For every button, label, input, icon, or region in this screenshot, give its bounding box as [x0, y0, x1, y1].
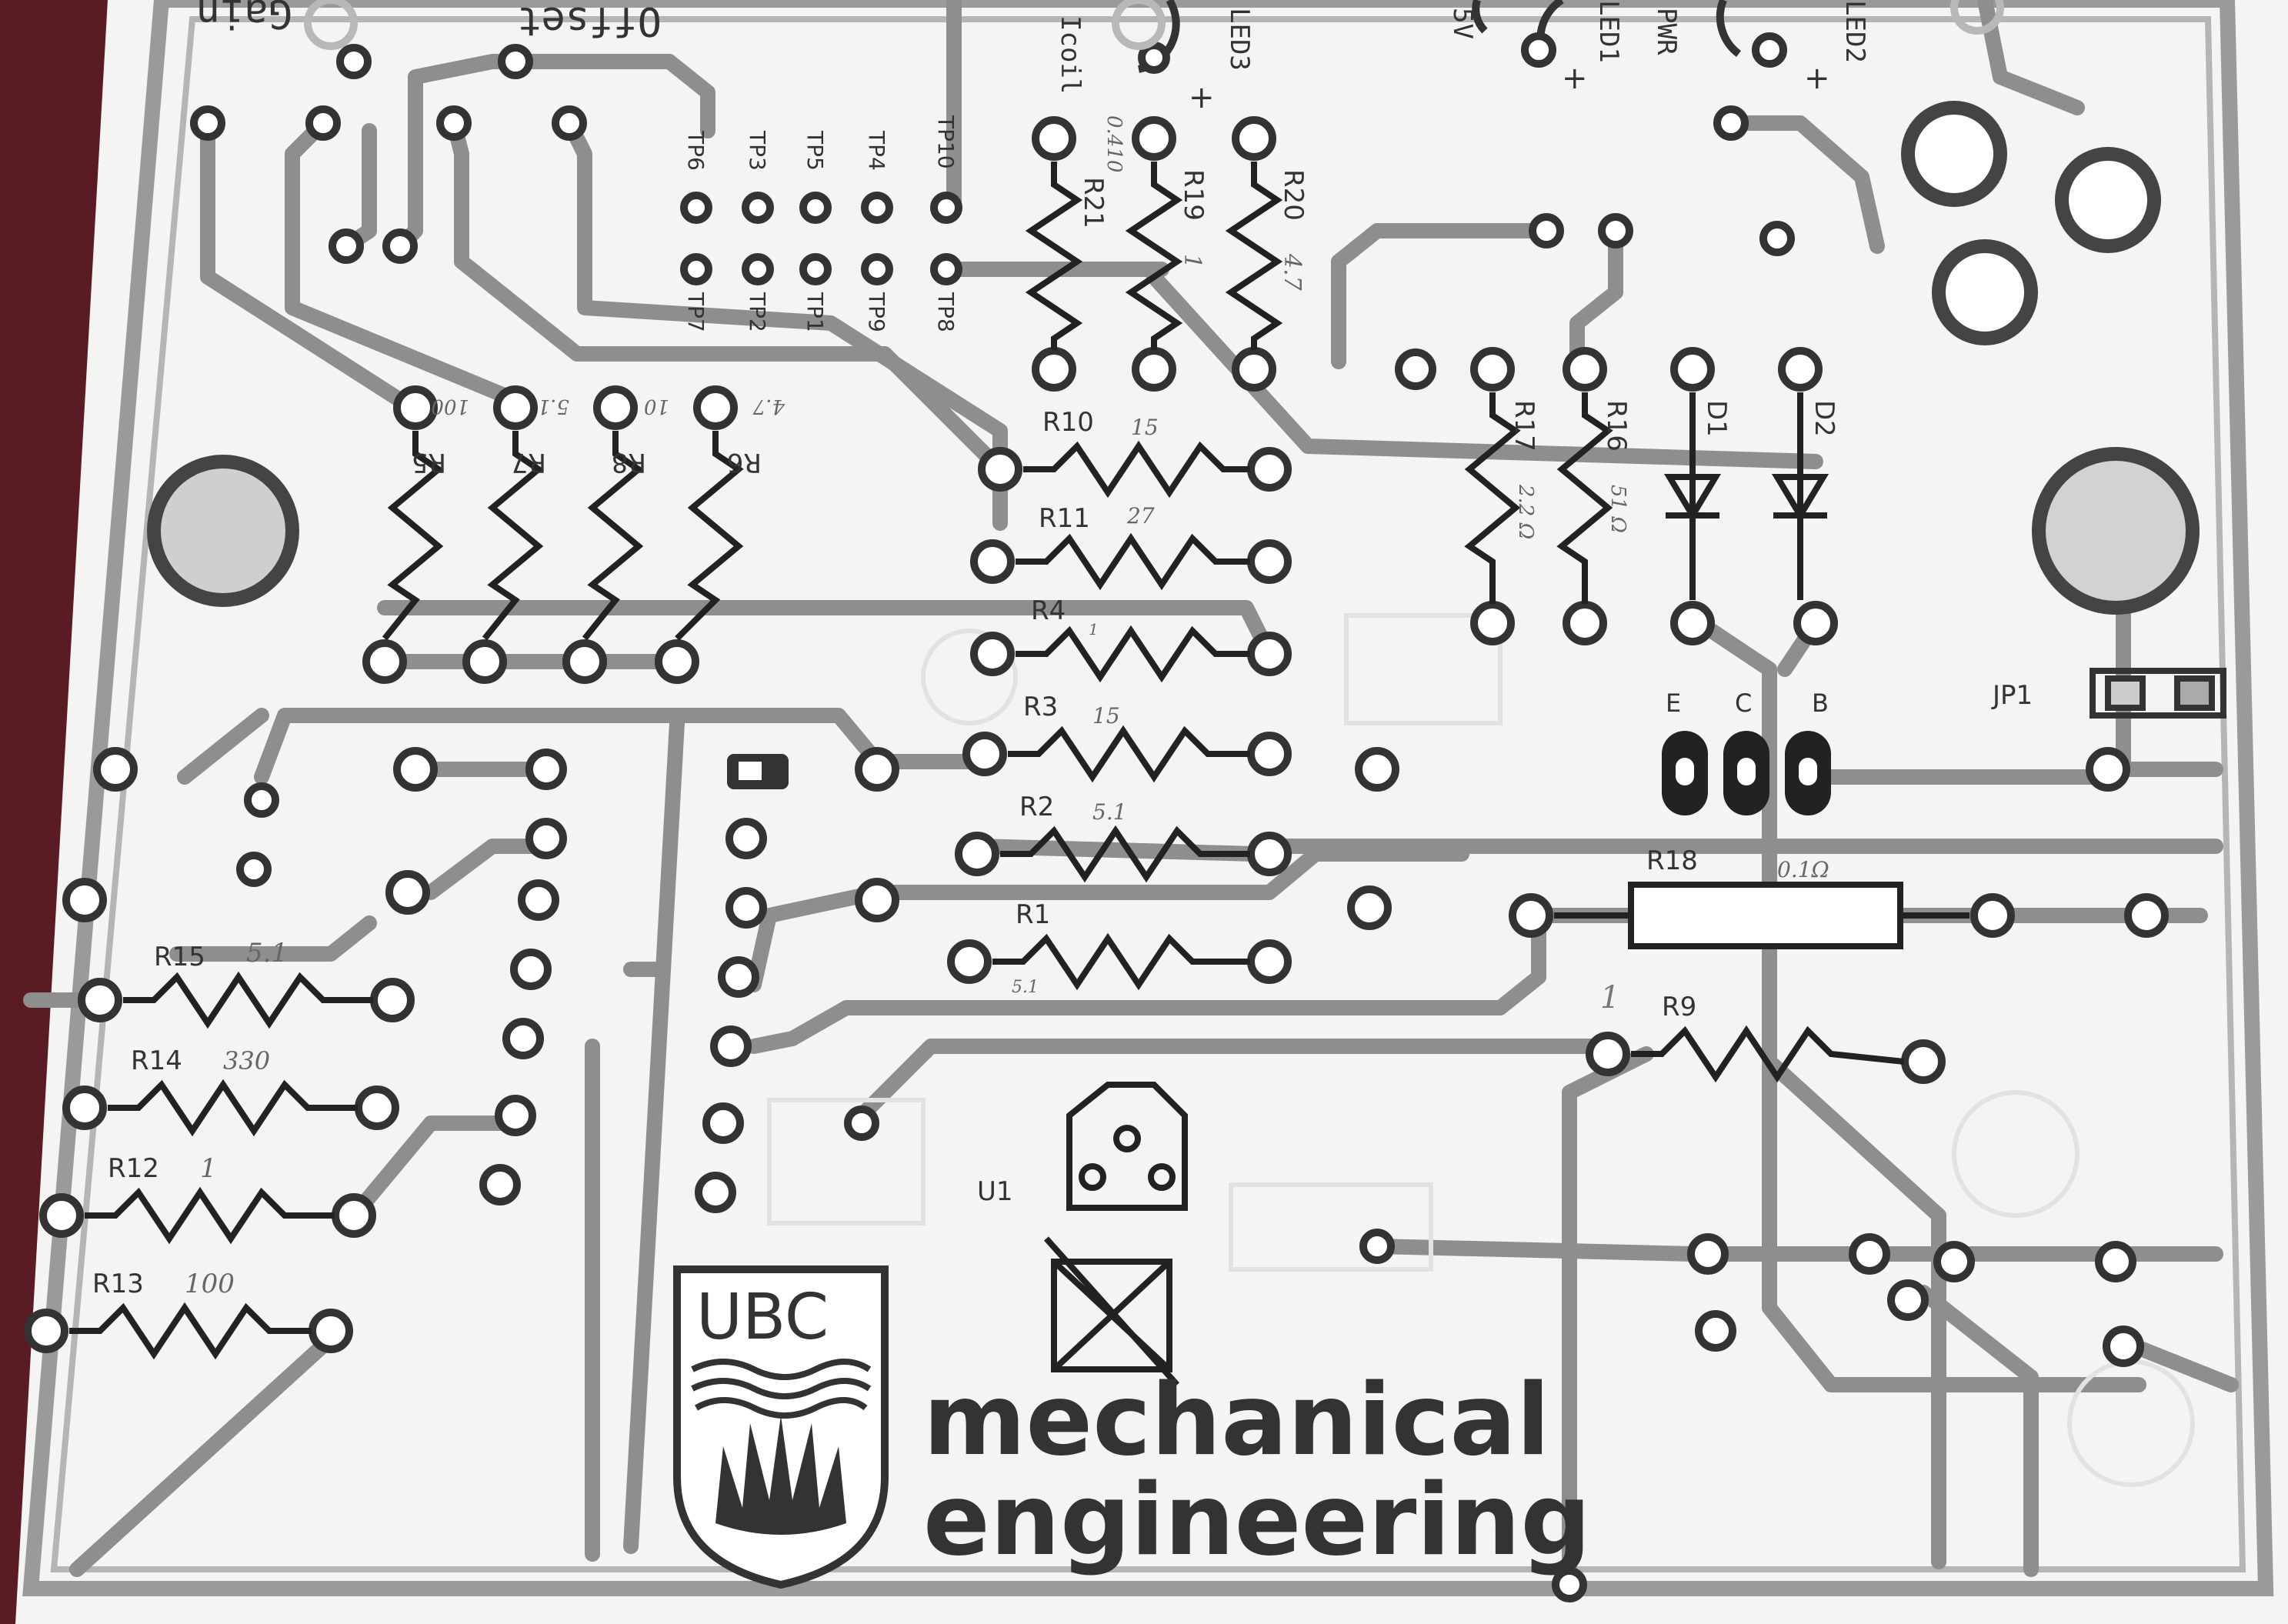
offset-label: Offset: [517, 0, 662, 44]
5v-plus: +: [1562, 61, 1588, 96]
r11-label: R11: [1039, 503, 1090, 534]
pin-e-label: E: [1666, 689, 1681, 718]
pin-b-label: B: [1812, 689, 1829, 718]
tp10-label: TP10: [933, 115, 959, 169]
r17-value: 2.2 Ω: [1514, 484, 1537, 539]
tp6-label: TP6: [683, 130, 709, 171]
led2-label: LED2: [1839, 0, 1870, 63]
d2-label: D2: [1809, 400, 1839, 437]
r4-value: 1: [1089, 620, 1099, 639]
mounting-holes: [147, 101, 2200, 615]
ic-pads: [727, 754, 789, 789]
led1-label: LED1: [1593, 0, 1624, 63]
tp8-label: TP8: [933, 292, 959, 332]
r1-value: 5.1: [1012, 978, 1039, 997]
r20-label: R20: [1278, 169, 1309, 221]
r3-label: R3: [1023, 692, 1058, 722]
5v-label: 5V: [1447, 8, 1478, 39]
r14-label: R14: [131, 1045, 182, 1076]
r18-value: 0.1Ω: [1777, 857, 1829, 882]
r5-label: R5: [412, 447, 446, 478]
r16-value: 51 Ω: [1606, 485, 1629, 533]
d1-label: D1: [1701, 400, 1732, 437]
pin-c-label: C: [1735, 689, 1752, 718]
led3-plus: +: [1189, 80, 1215, 115]
led3-label: LED3: [1224, 8, 1255, 71]
pwr-label: PWR: [1651, 8, 1682, 55]
r18-body: [1554, 882, 1969, 949]
transistor-pads: [1662, 731, 1831, 815]
r20-value: 4.7: [1279, 253, 1306, 292]
led2-plus: +: [1804, 61, 1830, 96]
paper-sheet: [15, 0, 2288, 1624]
logo-line-mechanical: mechanical: [923, 1363, 1550, 1478]
tp4-label: TP4: [864, 130, 889, 171]
r9-value: 1: [1600, 980, 1619, 1015]
r3-value: 15: [1092, 703, 1120, 729]
r13-value: 100: [185, 1269, 235, 1299]
gain-label: Gain: [196, 0, 292, 36]
r21-label: R21: [1078, 177, 1109, 228]
r19-label: R19: [1178, 169, 1209, 221]
resistor-symbols: [69, 162, 1905, 1360]
r11-value: 27: [1126, 503, 1155, 529]
r15-label: R15: [154, 942, 205, 972]
r7-label: R7: [512, 447, 546, 478]
board-outline: [22, 0, 2274, 1596]
r7-value: 5.1: [538, 395, 569, 418]
r14-value: 330: [223, 1046, 270, 1075]
ubc-shield-logo: [673, 1266, 889, 1589]
r17-label: R17: [1509, 400, 1539, 452]
r8-value: 10: [644, 395, 669, 418]
r10-label: R10: [1042, 407, 1094, 438]
ubc-logo-text: UBC: [696, 1281, 829, 1354]
u1-regulator: [1044, 1082, 1188, 1387]
r6-value: 4.7: [752, 395, 785, 418]
component-pads: [24, 44, 2169, 1602]
r16-label: R16: [1601, 400, 1632, 452]
r1-label: R1: [1016, 899, 1050, 930]
r9-label: R9: [1662, 992, 1696, 1022]
tp7-label: TP7: [683, 292, 709, 332]
binder-rings: [304, 0, 2004, 50]
r4-label: R4: [1031, 595, 1066, 626]
r2-value: 5.1: [1092, 799, 1127, 825]
u1-label: U1: [977, 1176, 1013, 1207]
tp9-label: TP9: [864, 292, 889, 332]
tp1-label: TP1: [802, 292, 828, 332]
r13-label: R13: [92, 1269, 144, 1299]
icoil-label: Icoil: [1055, 15, 1086, 94]
logo-line-engineering: engineering: [923, 1463, 1591, 1578]
jp1-header: [2090, 668, 2226, 719]
led-outlines: [1137, 0, 1787, 74]
tp3-label: TP3: [745, 130, 770, 171]
r12-value: 1: [200, 1153, 217, 1184]
r10-value: 15: [1131, 415, 1159, 440]
r12-label: R12: [108, 1153, 159, 1184]
jp1-label: JP1: [1991, 680, 2033, 711]
r18-label: R18: [1646, 845, 1698, 876]
r6-label: R6: [727, 447, 762, 478]
r19-value: 1: [1179, 254, 1206, 268]
r8-label: R8: [612, 447, 646, 478]
diode-symbols: [1663, 392, 1829, 600]
r2-label: R2: [1019, 792, 1054, 822]
tp5-label: TP5: [802, 130, 828, 171]
r5-value: 100: [431, 395, 469, 418]
r15-value: 5.1: [246, 938, 288, 969]
tp2-label: TP2: [745, 292, 770, 332]
r21-value: 0.410: [1102, 115, 1126, 172]
